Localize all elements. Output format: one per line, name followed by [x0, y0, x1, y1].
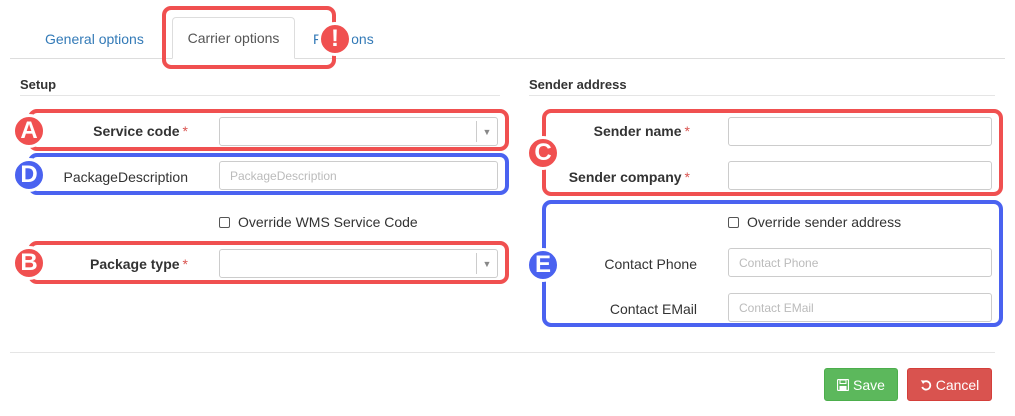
service-code-select[interactable]: ▼: [219, 117, 498, 146]
annotation-a-text: A: [20, 117, 38, 144]
tab-divider: [10, 58, 1005, 59]
package-type-label-text: Package type: [90, 256, 180, 272]
contact-phone-input[interactable]: [728, 248, 992, 277]
tab-carrier-options-label: Carrier options: [187, 30, 280, 46]
required-mark: *: [684, 123, 690, 139]
tab-carrier-options[interactable]: Carrier options: [172, 17, 295, 59]
sender-address-rule: [529, 95, 995, 96]
required-mark: *: [182, 256, 188, 272]
setup-rule: [20, 95, 500, 96]
package-type-select[interactable]: ▼: [219, 249, 498, 278]
package-description-input[interactable]: [219, 161, 498, 190]
sender-name-input[interactable]: [728, 117, 992, 146]
annotation-badge-e: E: [526, 248, 560, 282]
override-wms-checkbox[interactable]: [219, 216, 230, 228]
sender-name-label-text: Sender name: [593, 123, 682, 139]
undo-icon: [920, 379, 931, 390]
sender-company-input[interactable]: [728, 161, 992, 190]
annotation-frame-a: [28, 109, 509, 151]
override-sender-row[interactable]: Override sender address: [728, 214, 901, 230]
package-description-label: PackageDescription: [63, 169, 188, 185]
annotation-badge-c: C: [526, 136, 560, 170]
chevron-down-icon: ▼: [476, 253, 497, 274]
package-type-label: Package type*: [40, 256, 188, 272]
sender-address-title: Sender address: [529, 77, 627, 92]
annotation-b-text: B: [20, 249, 38, 276]
service-code-label: Service code*: [40, 123, 188, 139]
tab-general-options[interactable]: General options: [45, 31, 144, 47]
annotation-frame-e: [542, 200, 1003, 327]
override-sender-checkbox[interactable]: [728, 216, 739, 228]
cancel-button[interactable]: Cancel: [907, 368, 992, 401]
annotation-badge-a: A: [12, 114, 46, 148]
sender-company-label: Sender company*: [560, 169, 690, 185]
required-mark: *: [684, 169, 690, 185]
footer-divider: [10, 352, 995, 353]
contact-email-input[interactable]: [728, 293, 992, 322]
annotation-badge-b: B: [12, 246, 46, 280]
override-sender-label: Override sender address: [747, 214, 902, 230]
annotation-badge-alert: !: [318, 22, 352, 56]
annotation-frame-c: [542, 109, 1003, 196]
required-mark: *: [182, 123, 188, 139]
annotation-c-text: C: [534, 139, 552, 166]
annotation-frame-b: [28, 241, 509, 284]
save-button-label: Save: [853, 376, 885, 393]
service-code-label-text: Service code: [93, 123, 180, 139]
sender-name-label: Sender name*: [560, 123, 690, 139]
annotation-e-text: E: [534, 251, 551, 278]
cancel-button-label: Cancel: [935, 376, 980, 393]
annotation-frame-d: [28, 153, 509, 195]
save-button[interactable]: Save: [824, 368, 898, 401]
floppy-disk-icon: [837, 378, 850, 391]
override-wms-label: Override WMS Service Code: [238, 214, 418, 230]
chevron-down-icon: ▼: [476, 121, 497, 142]
contact-email-label: Contact EMail: [609, 301, 697, 317]
annotation-d-text: D: [20, 161, 38, 188]
annotation-alert-text: !: [331, 25, 339, 52]
setup-title: Setup: [20, 77, 57, 92]
annotation-badge-d: D: [12, 158, 46, 192]
override-wms-row[interactable]: Override WMS Service Code: [219, 214, 418, 230]
sender-company-label-text: Sender company: [568, 169, 682, 185]
contact-phone-label: Contact Phone: [604, 256, 697, 272]
